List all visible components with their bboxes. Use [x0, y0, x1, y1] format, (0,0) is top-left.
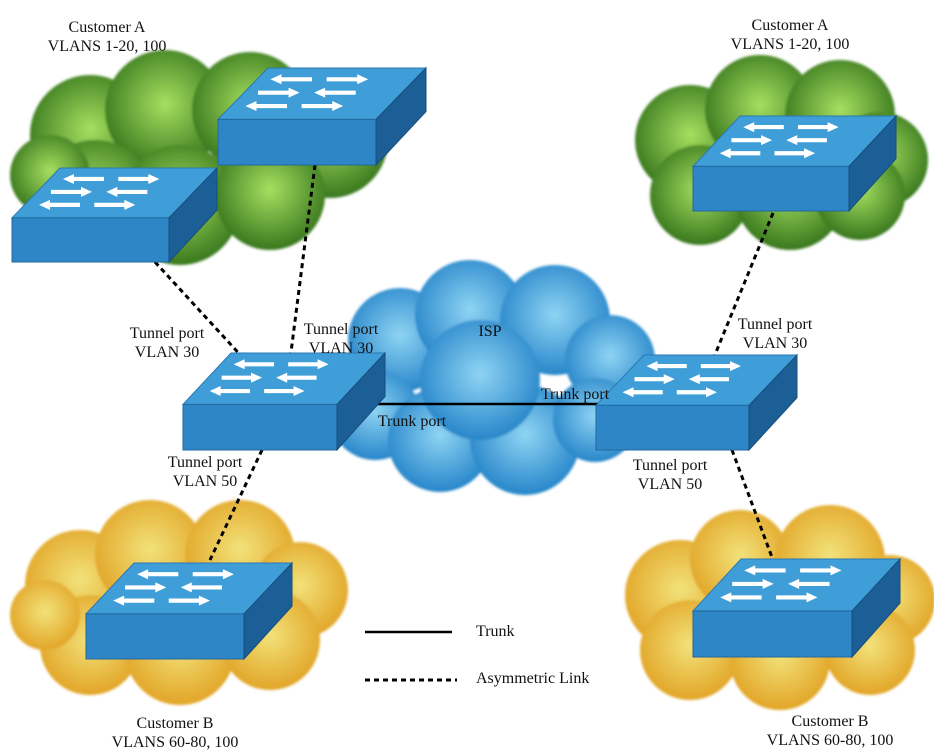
switch-isp-left	[181, 351, 387, 452]
customer-b-left-vlans: VLANS 60-80, 100	[111, 734, 239, 751]
customer-b-right-label: Customer B VLANS 60-80, 100	[745, 712, 915, 750]
switches	[10, 66, 902, 661]
left-tunnel-b-vlan: VLAN 50	[172, 473, 238, 490]
legend-asymmetric-label: Asymmetric Link	[476, 670, 590, 687]
customer-b-right-name: Customer B	[791, 713, 869, 730]
customer-a-left-vlans: VLANS 1-20, 100	[47, 38, 167, 55]
right-trunk-port-label: Trunk port	[540, 386, 610, 403]
left-tunnel-a1-label: Tunnel port VLAN 30	[112, 324, 222, 362]
right-tunnel-b-label: Tunnel port VLAN 50	[615, 456, 725, 494]
traffic-arrows-icon	[113, 569, 234, 606]
link-cust-a1-to-left-switch	[153, 260, 247, 362]
switch-customer-b-left	[84, 561, 294, 661]
customer-b-left-name: Customer B	[136, 715, 214, 732]
customer-a-right-name: Customer A	[751, 17, 829, 34]
right-tunnel-a-port: Tunnel port	[737, 316, 813, 333]
customer-b-right-vlans: VLANS 60-80, 100	[766, 732, 894, 749]
left-tunnel-a2-port: Tunnel port	[303, 321, 379, 338]
isp-label: ISP	[478, 323, 502, 340]
link-right-switch-to-cust-b	[730, 449, 775, 561]
right-tunnel-a-label: Tunnel port VLAN 30	[720, 315, 830, 353]
left-tunnel-a2-vlan: VLAN 30	[308, 340, 374, 357]
traffic-arrows-icon	[719, 122, 839, 159]
left-tunnel-b-label: Tunnel port VLAN 50	[150, 453, 260, 491]
traffic-arrows-icon	[245, 74, 369, 112]
left-tunnel-a2-label: Tunnel port VLAN 30	[286, 320, 396, 358]
customer-a-left-label: Customer A VLANS 1-20, 100	[22, 18, 192, 56]
traffic-arrows-icon	[720, 565, 842, 603]
left-tunnel-a1-port: Tunnel port	[129, 325, 205, 342]
switch-isp-right	[594, 353, 799, 452]
switch-customer-b-right	[691, 557, 902, 659]
traffic-arrows-icon	[622, 361, 741, 398]
left-tunnel-b-port: Tunnel port	[167, 454, 243, 471]
right-tunnel-a-vlan: VLAN 30	[742, 335, 808, 352]
traffic-arrows-icon	[209, 359, 329, 397]
left-trunk-port-label: Trunk port	[377, 413, 447, 430]
link-left-switch-to-cust-b	[208, 449, 264, 561]
customer-a-right-label: Customer A VLANS 1-20, 100	[705, 16, 875, 54]
customer-a-left-name: Customer A	[68, 19, 146, 36]
legend-trunk-label: Trunk	[476, 623, 515, 640]
right-tunnel-b-port: Tunnel port	[632, 457, 708, 474]
right-tunnel-b-vlan: VLAN 50	[637, 476, 703, 493]
link-cust-a2-to-left-switch	[288, 164, 317, 361]
cloud-isp	[330, 260, 655, 495]
legend	[365, 630, 457, 682]
traffic-arrows-icon	[39, 173, 160, 210]
switch-customer-a-left-back	[216, 66, 428, 167]
customer-b-left-label: Customer B VLANS 60-80, 100	[90, 714, 260, 752]
customer-a-right-vlans: VLANS 1-20, 100	[730, 36, 850, 53]
asymmetric-links	[153, 164, 775, 561]
switch-customer-a-left-front	[10, 166, 219, 264]
left-tunnel-a1-vlan: VLAN 30	[134, 344, 200, 361]
switch-customer-a-right	[691, 114, 898, 213]
